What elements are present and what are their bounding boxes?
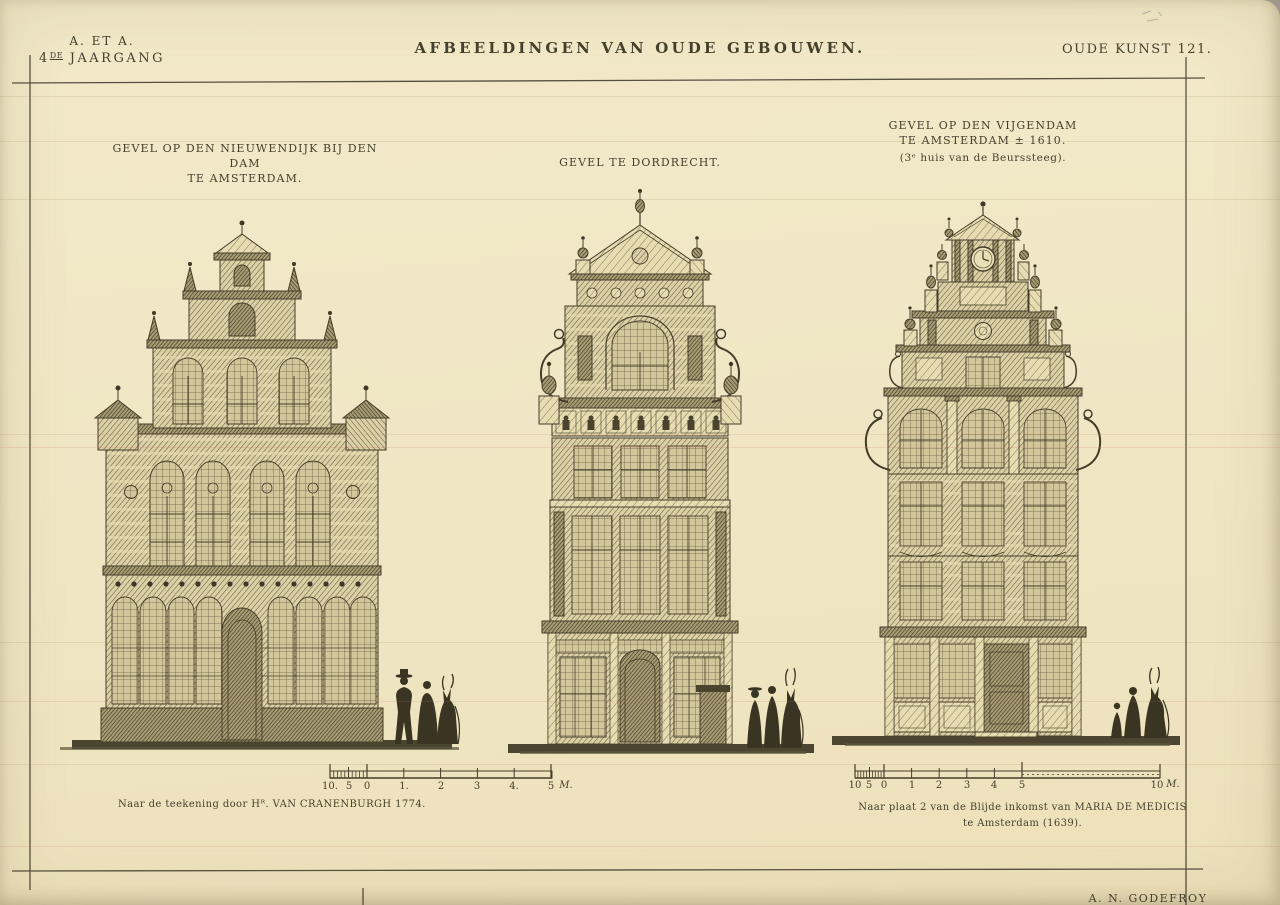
brick-bands: [108, 438, 376, 553]
volume-word: JAARGANG: [69, 51, 165, 67]
tier-urn: [903, 306, 918, 347]
credit-nieuwendijk: Naar de teekening door Hᴿ. VAN CRANENBUR…: [118, 799, 426, 810]
side-scroll: [864, 409, 891, 471]
scale-tick-label: 0: [880, 780, 888, 791]
scale-tick-label: 3: [473, 781, 481, 792]
scale-tick-label: 1.: [399, 781, 409, 792]
floorC-windows: [899, 561, 1067, 621]
corner-turret: [93, 385, 143, 451]
street-figures-right: [1111, 666, 1170, 739]
ground-floor-arcade: [111, 596, 377, 741]
stoop-post: [699, 689, 727, 745]
scale-tick-label: 0: [363, 781, 371, 792]
facade-illustration-vijgendam: [832, 201, 1180, 746]
entrance-door: [983, 643, 1030, 733]
caption-vijgendam: GEVEL OP DEN VIJGENDAM TE AMSTERDAM ± 16…: [868, 119, 1098, 165]
caption-dordrecht: GEVEL TE DORDRECHT.: [540, 156, 740, 171]
facade-illustration-dordrecht: [508, 189, 814, 754]
architect-signature: A. N. GODEFROY: [1088, 892, 1208, 905]
series-label: A. ET A.: [69, 34, 135, 48]
volume-ordinal: DE: [49, 51, 64, 61]
scale-bar-right: [854, 762, 1161, 779]
scale-tick-label: 5: [865, 780, 873, 791]
caption-line: (3ᵉ huis van de Beurssteeg).: [899, 151, 1067, 164]
scale-tick-label: 5: [1018, 780, 1026, 791]
shopfront: [884, 635, 1082, 738]
scale-tick-label: 4.: [509, 781, 519, 792]
credit-line: Naar plaat 2 van de Blijde inkomst van M…: [858, 802, 1187, 813]
caption-nieuwendijk: GEVEL OP DEN NIEUWENDIJK BIJ DEN DAM TE …: [105, 142, 385, 187]
street-figures-left: [395, 669, 461, 745]
caption-line: GEVEL OP DEN NIEUWENDIJK BIJ DEN DAM: [112, 142, 378, 170]
plate-number-label: OUDE KUNST 121.: [1062, 42, 1213, 57]
credit-line: te Amsterdam (1639).: [962, 817, 1083, 829]
relief-frieze: [551, 407, 729, 437]
first-floor-windows: [124, 460, 360, 567]
dot-frieze: [115, 581, 361, 587]
caption-line: GEVEL OP DEN VIJGENDAM: [888, 119, 1078, 132]
gable-windows: [172, 357, 310, 425]
volume-label: 4DE JAARGANG: [36, 50, 168, 68]
entrance-door: [221, 607, 263, 741]
journal-series: A. ET A. 4DE JAARGANG: [36, 33, 168, 68]
ground-line: [72, 740, 452, 749]
scale-bar-left: [329, 764, 553, 779]
scale-tick-label: 10: [1150, 780, 1164, 791]
scale-tick-label: 10: [848, 780, 862, 791]
pencil-marks: [1141, 10, 1163, 22]
scale-tick-label: 10.: [322, 781, 338, 792]
scale-unit-label: M.: [1166, 779, 1180, 790]
volume-number: 4: [39, 51, 50, 67]
street-figures-center: [747, 667, 804, 749]
scale-tick-label: 5: [547, 781, 555, 792]
caption-line: TE AMSTERDAM.: [187, 171, 303, 185]
caption-line: GEVEL TE DORDRECHT.: [559, 156, 721, 169]
pediment-urn: [575, 236, 591, 275]
caption-line: TE AMSTERDAM ± 1610.: [899, 133, 1067, 147]
clock-pavilion: [936, 201, 1030, 283]
credit-vijgendam: Naar plaat 2 van de Blijde inkomst van M…: [855, 801, 1190, 832]
ground-line: [832, 736, 1180, 745]
page-title: AFBEELDINGEN VAN OUDE GEBOUWEN.: [414, 39, 866, 57]
scale-tick-label: 5: [345, 781, 353, 792]
scale-unit-label: M.: [559, 780, 573, 791]
floorA-arches: [899, 395, 1067, 475]
scale-tick-label: 4: [990, 780, 998, 791]
floorB-windows: [571, 515, 709, 615]
ground-line: [508, 744, 814, 753]
scale-tick-label: 1: [908, 780, 916, 791]
shoulder-urn: [538, 361, 560, 425]
facade-illustration-nieuwendijk: [60, 220, 461, 750]
scale-tick-label: 3: [963, 780, 971, 791]
floorB-windows: [899, 481, 1067, 557]
border-frame: [11, 55, 1206, 905]
scale-tick-label: 2: [437, 781, 445, 792]
scale-tick-label: 2: [935, 780, 943, 791]
entrance-door: [619, 649, 661, 743]
floorA-windows: [573, 445, 707, 499]
tier-finial: [924, 264, 938, 313]
